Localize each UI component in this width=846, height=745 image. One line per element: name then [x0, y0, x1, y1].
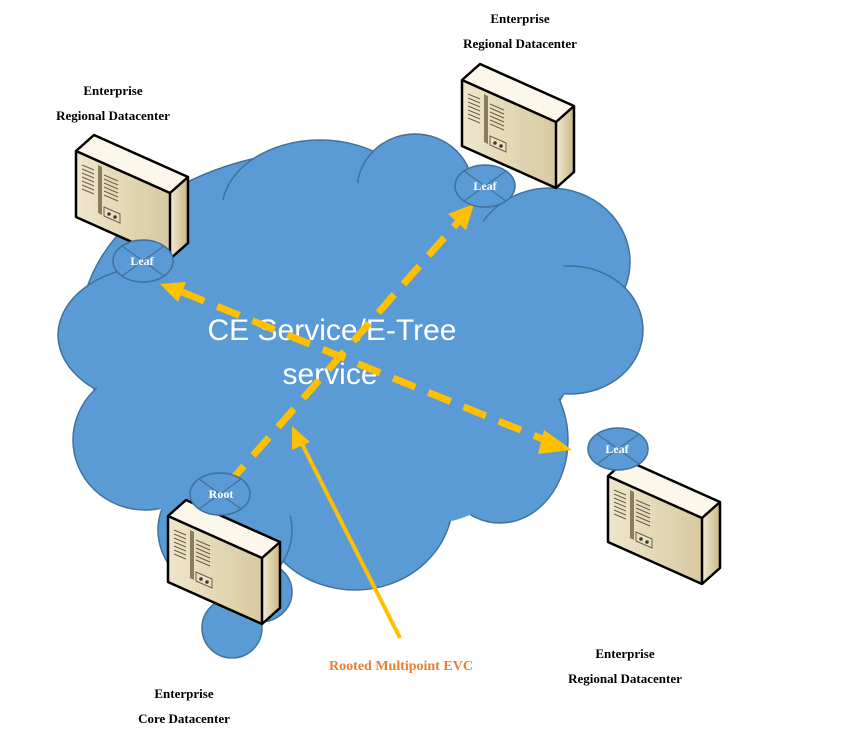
node-label: Leaf [473, 179, 497, 193]
site-label-bottom: Enterprise Core Datacenter [138, 686, 230, 726]
connection-left-leaf-to-right-leaf [180, 288, 552, 446]
site-label-line1: Enterprise [595, 646, 654, 661]
arrowhead-icon [160, 282, 186, 302]
site-label-line1: Enterprise [154, 686, 213, 701]
server-tower-icon [74, 133, 190, 261]
site-label-left: Enterprise Regional Datacenter [56, 83, 170, 123]
site-label-line1: Enterprise [83, 83, 142, 98]
evc-pointer-line [298, 439, 402, 639]
site-label-right: Enterprise Regional Datacenter [568, 646, 682, 686]
server-tower-icon [606, 458, 722, 586]
node-label: Leaf [130, 254, 154, 268]
site-label-line2: Core Datacenter [138, 711, 230, 726]
site-label-line2: Regional Datacenter [568, 671, 682, 686]
node-leaf-right: Leaf [587, 427, 649, 471]
arrowhead-icon [538, 430, 572, 454]
site-label-line1: Enterprise [490, 11, 549, 26]
node-label: Leaf [605, 442, 629, 456]
arrowhead-icon [448, 204, 474, 230]
site-label-line2: Regional Datacenter [56, 108, 170, 123]
evc-connections [160, 204, 572, 639]
arrowhead-icon [292, 426, 310, 450]
site-label-top: Enterprise Regional Datacenter [463, 11, 577, 51]
connection-root-to-top-leaf [225, 219, 461, 487]
node-leaf-top: Leaf [454, 164, 516, 208]
node-root: Root [189, 472, 251, 516]
node-label: Root [209, 487, 234, 501]
cloud-title-line1: CE Service/E-Tree [208, 314, 457, 347]
site-label-line2: Regional Datacenter [463, 36, 577, 51]
node-leaf-left: Leaf [112, 239, 174, 283]
evc-label: Rooted Multipoint EVC [329, 659, 473, 674]
